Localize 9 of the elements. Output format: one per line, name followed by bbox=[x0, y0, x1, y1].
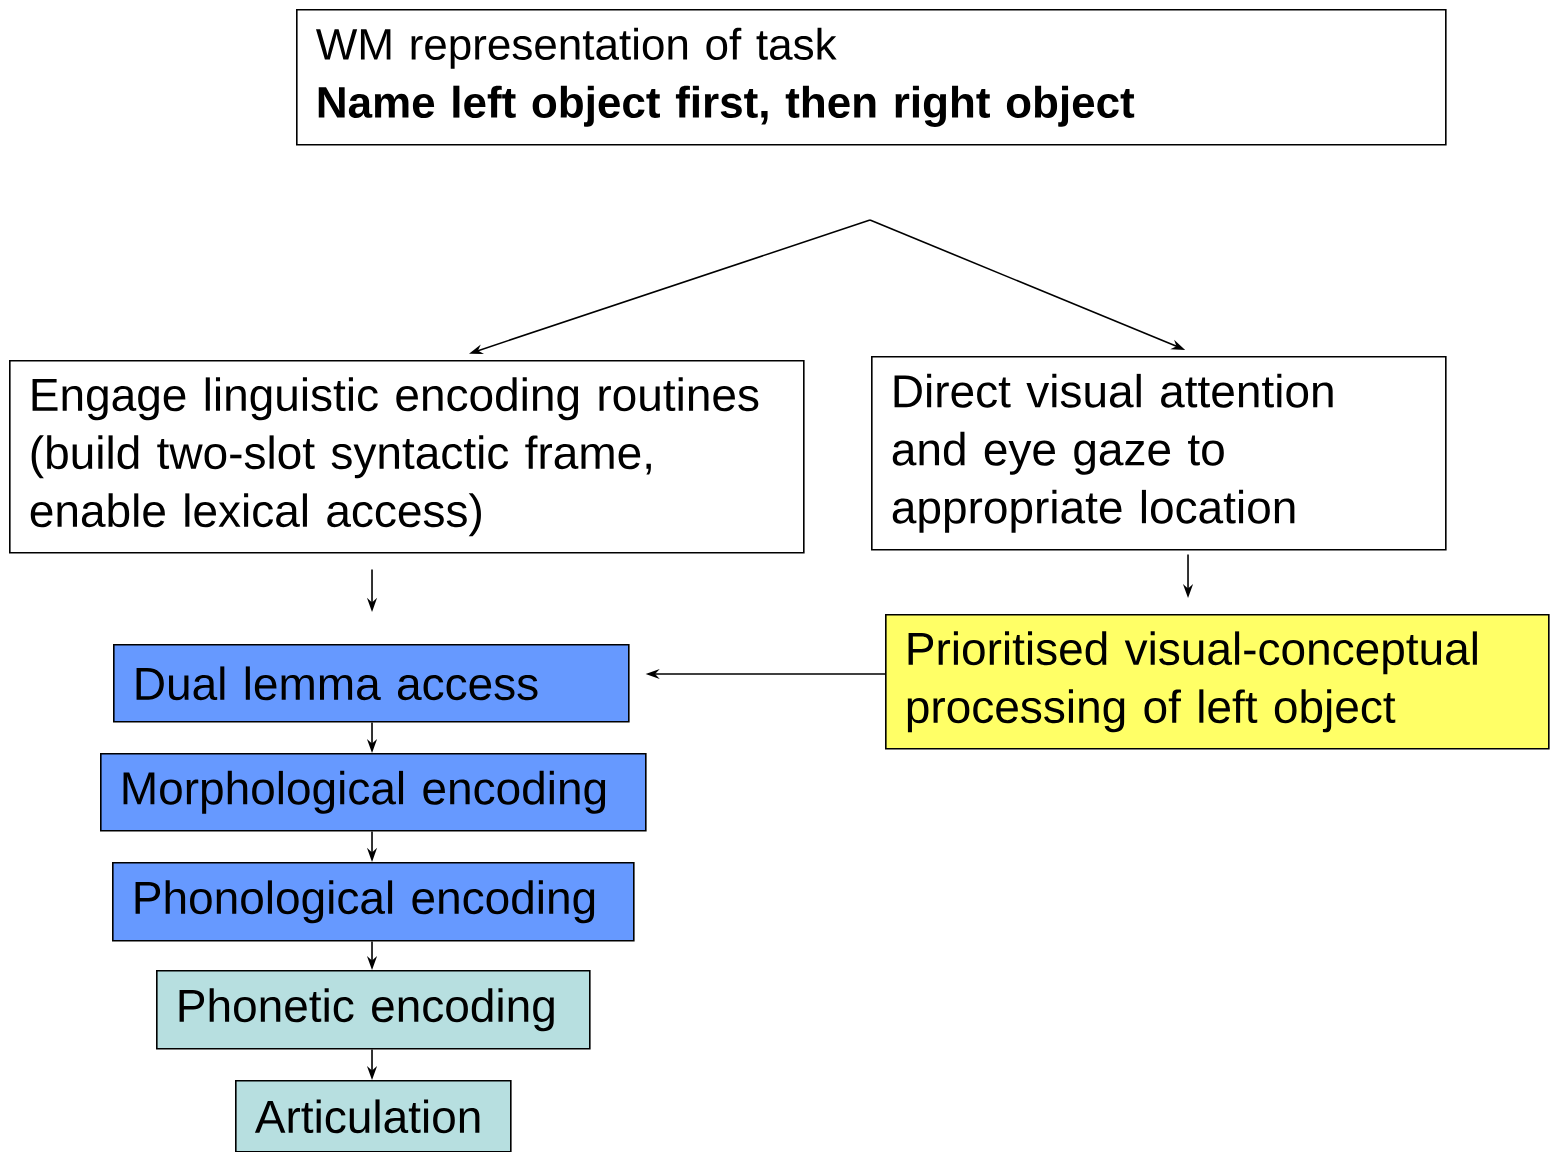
stage-box: Phonetic encoding bbox=[156, 970, 591, 1050]
stage-box: Morphological encoding bbox=[100, 753, 647, 832]
task-box: WM representation of task Name left object first, then right object bbox=[296, 9, 1447, 146]
process-box: Prioritised visual-conceptual processing of left object bbox=[885, 614, 1550, 750]
stage-box: Articulation bbox=[235, 1080, 512, 1152]
stage-box: Phonological encoding bbox=[112, 862, 635, 942]
stage-box: Dual lemma access bbox=[113, 644, 630, 723]
process-box: Direct visual attention and eye gaze to appropriate location bbox=[871, 356, 1447, 551]
process-box: Engage linguistic encoding routines (build two-slot syntactic frame, enable lexical access) bbox=[9, 360, 805, 554]
